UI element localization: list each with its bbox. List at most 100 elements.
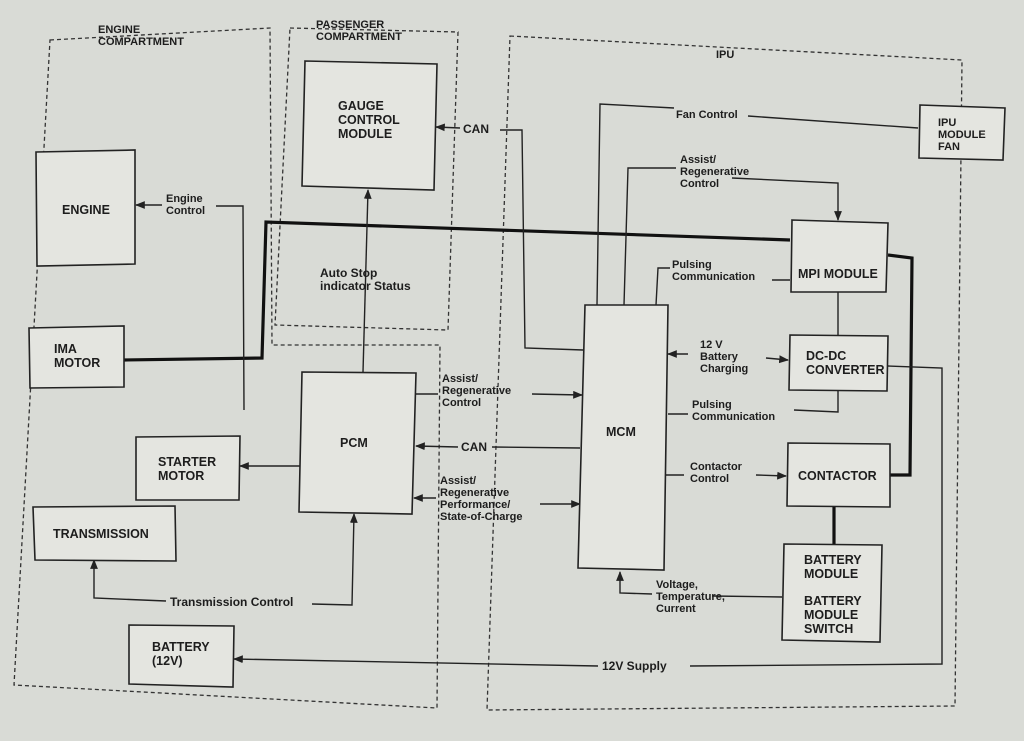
can-gauge-line-1: CAN — [463, 122, 489, 136]
pulsing-dcdc-line — [668, 390, 839, 415]
mpi-module-line-1: MPI MODULE — [798, 267, 878, 281]
gauge-control-module-box — [301, 60, 438, 191]
battery-charging-line-3: Charging — [700, 363, 748, 375]
ipu-module-fan-box — [918, 104, 1006, 161]
pcm-box — [298, 371, 417, 515]
transmission-label: TRANSMISSION — [53, 527, 149, 541]
ima-motor-line-2: MOTOR — [54, 356, 100, 370]
transmission-control-up — [311, 513, 358, 606]
supply-12v-line-1: 12V Supply — [602, 659, 667, 673]
fan-control-line — [596, 103, 919, 306]
contactor-control-arrow — [755, 471, 787, 480]
starter-motor-box — [135, 435, 241, 501]
ipu-zone — [486, 35, 963, 711]
engine-box — [35, 149, 136, 267]
vtc-line-2: Temperature, — [656, 591, 725, 603]
ipu-zone-label: IPU — [716, 49, 734, 61]
ipu-module-fan-line-2: MODULE — [938, 129, 986, 141]
pulsing-mpi-line-1: Pulsing — [672, 259, 712, 271]
mcm-line-1: MCM — [606, 425, 636, 439]
pulsing-dcdc-line-2: Communication — [692, 411, 775, 423]
transmission-line-1: TRANSMISSION — [53, 527, 149, 541]
can-gauge-line — [500, 129, 584, 351]
pulsing-mpi-line-2: Communication — [672, 271, 755, 283]
can-gauge-arrow — [435, 123, 461, 132]
battery-12v-label: BATTERY(12V) — [152, 640, 210, 668]
wires — [90, 103, 943, 667]
vtc-line — [616, 571, 653, 595]
pcm-label: PCM — [340, 436, 368, 450]
engine-label: ENGINE — [62, 203, 110, 217]
assist-soc-line-1: Assist/ — [440, 475, 476, 487]
passenger-compartment-zone — [274, 27, 459, 331]
assist-pcm-line-3: Control — [442, 397, 481, 409]
battery-12v-line-2: (12V) — [152, 654, 183, 668]
passenger-compartment-line-1: PASSENGER — [316, 19, 384, 31]
transmission-control-label: Transmission Control — [170, 595, 293, 609]
fan-control-label: Fan Control — [676, 109, 738, 121]
battery-module-switch-line-1: BATTERY — [804, 594, 862, 608]
auto-stop-line-2: indicator Status — [320, 279, 411, 293]
assist-pcm-line-1: Assist/ — [442, 373, 478, 385]
mcm-box — [577, 304, 669, 571]
dc-dc-converter-line-2: CONVERTER — [806, 363, 884, 377]
mpi-module-label: MPI MODULE — [798, 267, 878, 281]
supply-12v-arrow — [233, 655, 599, 667]
battery-charging-line-1: 12 V — [700, 339, 723, 351]
contactor-box — [786, 442, 891, 508]
battery-module-line-1: BATTERY — [804, 553, 862, 567]
transmission-control-line-1: Transmission Control — [170, 595, 293, 609]
charging-right-arrow — [765, 355, 789, 364]
supply-12v-label: 12V Supply — [602, 659, 667, 673]
starter-motor-line-2: MOTOR — [158, 469, 204, 483]
can-pcm-line-1: CAN — [461, 440, 487, 454]
battery-charging-line-2: Battery — [700, 351, 739, 363]
assist-mpi-line-3: Control — [680, 178, 719, 190]
blocks — [28, 60, 1006, 688]
pulsing-mpi-line — [655, 267, 790, 306]
gauge-control-module-line-2: CONTROL — [338, 113, 400, 127]
ima-motor-box — [28, 325, 125, 389]
auto-stop-line — [362, 189, 372, 373]
engine-line-1: ENGINE — [62, 203, 110, 217]
battery-module-box — [781, 543, 883, 643]
passenger-compartment-line-2: COMPARTMENT — [316, 31, 402, 43]
can-pcm-label: CAN — [461, 440, 487, 454]
auto-stop-line-1: Auto Stop — [320, 266, 377, 280]
engine-control-line-2: Control — [166, 205, 205, 217]
engine-control-line-1: Engine — [166, 193, 203, 205]
assist-pcm-arrow — [531, 390, 583, 399]
transmission-box — [32, 505, 177, 562]
assist-pcm-line-2: Regenerative — [442, 385, 511, 397]
vtc-line-3: Current — [656, 603, 696, 615]
pulsing-dcdc-line-1: Pulsing — [692, 399, 732, 411]
battery-12v-box — [128, 624, 235, 688]
dcdc-supply-line — [689, 365, 943, 667]
gauge-control-module-line-3: MODULE — [338, 127, 392, 141]
zones — [13, 27, 963, 711]
mpi-module-box — [790, 219, 889, 293]
engine-compartment-zone — [13, 27, 441, 709]
dc-dc-converter-box — [788, 334, 889, 392]
dc-dc-converter-line-1: DC-DC — [806, 349, 846, 363]
mcm-label: MCM — [606, 425, 636, 439]
assist-mpi-line-2: Regenerative — [680, 166, 749, 178]
engine-control-line — [136, 205, 245, 411]
